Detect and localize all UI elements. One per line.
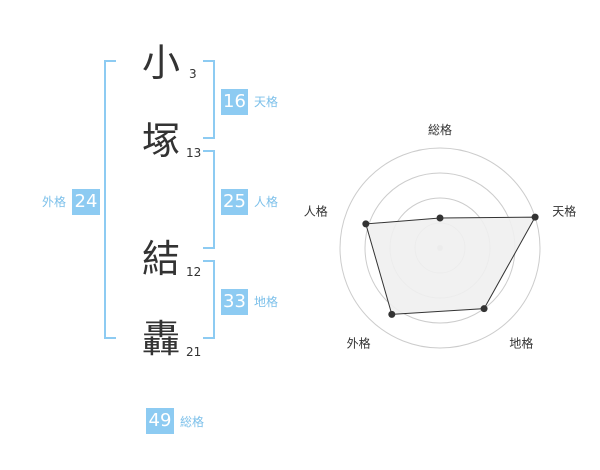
radar-point-5 [362, 220, 370, 228]
gaikaku-label: 外格 [42, 195, 67, 209]
tenkaku-value: 16 [221, 89, 248, 115]
jinkaku-value: 25 [221, 189, 248, 215]
stroke-count-1: 3 [189, 67, 197, 81]
soukaku-value: 49 [146, 408, 174, 434]
name-char-2: 塚 [142, 119, 181, 163]
chikaku-bracket [203, 260, 215, 339]
radar-series-area [365, 216, 536, 315]
name-char-4: 轟 [142, 317, 181, 361]
name-char-1: 小 [142, 41, 181, 85]
jinkaku-label: 人格 [254, 195, 279, 209]
stroke-count-4: 21 [186, 345, 202, 359]
radar-grid-ring [339, 147, 541, 349]
radar-axis-label-3: 地格 [509, 335, 533, 350]
radar-axis-label-2: 天格 [552, 204, 576, 219]
tenkaku-bracket [203, 60, 215, 139]
jinkaku-bracket [203, 150, 215, 249]
radar-axis-label-4: 外格 [347, 335, 371, 350]
chikaku-value: 33 [221, 289, 248, 315]
radar-point-3 [480, 305, 488, 313]
radar-point-1 [436, 214, 444, 222]
radar-point-4 [388, 310, 396, 318]
stroke-count-3: 12 [186, 265, 202, 279]
name-char-3: 結 [142, 237, 181, 281]
stroke-count-2: 13 [186, 146, 202, 160]
radar-point-2 [531, 213, 539, 221]
radar-axis-label-1: 総格 [428, 122, 452, 137]
soukaku-label: 総格 [180, 415, 205, 429]
radar-points [362, 213, 539, 318]
gaikaku-value: 24 [72, 189, 100, 215]
radar-axis-label-5: 人格 [304, 204, 328, 219]
tenkaku-label: 天格 [254, 95, 279, 109]
gaikaku-bracket [104, 60, 116, 339]
chikaku-label: 地格 [254, 295, 279, 309]
